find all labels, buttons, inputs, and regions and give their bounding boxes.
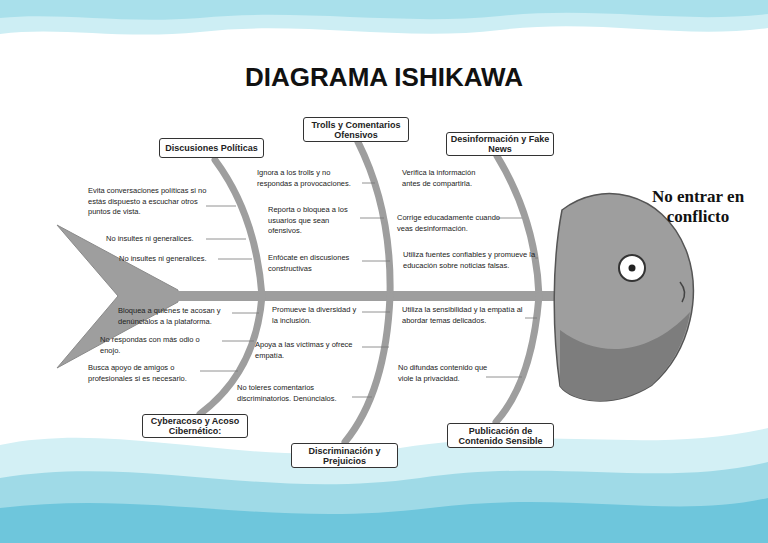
cause-text: No insultes ni generalices. xyxy=(106,234,216,245)
bone xyxy=(497,156,539,296)
leader-line xyxy=(362,261,390,262)
top-wave xyxy=(0,0,768,20)
cause-text: Utiliza fuentes confiables y promueve la… xyxy=(403,250,545,271)
fish-bones xyxy=(200,142,539,442)
leader-lines xyxy=(200,183,538,397)
cause-text: Evita conversaciones políticas si no est… xyxy=(88,186,212,218)
leader-line xyxy=(497,218,522,219)
leader-line xyxy=(362,183,375,184)
category-label: Desinformación y Fake News xyxy=(447,134,553,154)
fish-head: No entrar en conflicto xyxy=(552,183,766,411)
cause-text: Bloquea a quienes te acosan y denúncialo… xyxy=(118,306,234,327)
fish-head-shape xyxy=(552,183,766,411)
leader-line xyxy=(525,318,537,319)
leader-line xyxy=(206,206,236,207)
cause-text: Busca apoyo de amigos o profesionales si… xyxy=(88,363,202,384)
category-box: Discusiones Políticas xyxy=(159,138,264,158)
leader-line xyxy=(232,313,259,314)
leader-line xyxy=(200,371,238,372)
category-label: Discusiones Políticas xyxy=(163,143,260,153)
goal-text: No entrar en conflicto xyxy=(634,187,762,227)
leader-line xyxy=(362,312,390,313)
bone xyxy=(215,160,262,296)
bone xyxy=(345,296,390,442)
category-box: Publicación de Contenido Sensible xyxy=(447,423,554,448)
category-label: Trolls y Comentarios Ofensivos xyxy=(304,120,408,140)
leader-line xyxy=(362,347,389,348)
cause-text: Corrige educadamente cuando veas desinfo… xyxy=(397,213,501,234)
bottom-wave xyxy=(0,428,768,543)
cause-text: No toleres comentarios discriminatorios.… xyxy=(237,383,355,404)
cause-text: No insultes ni generalices. xyxy=(119,254,229,265)
leader-line xyxy=(486,377,522,378)
leader-line xyxy=(352,397,372,398)
fish-spine xyxy=(150,291,565,301)
category-box: Trolls y Comentarios Ofensivos xyxy=(303,117,409,142)
leader-line xyxy=(222,341,254,342)
cause-text: Ignora a los trolls y no respondas a pro… xyxy=(257,168,367,189)
cause-text: Utiliza la sensibilidad y la empatía al … xyxy=(402,305,534,326)
leader-line xyxy=(360,218,384,219)
cause-text: No difundas contenido que viole la priva… xyxy=(398,363,490,384)
leader-line xyxy=(535,258,538,259)
diagram-title: DIAGRAMA ISHIKAWA xyxy=(0,62,768,93)
bone xyxy=(358,142,390,296)
cause-text: Verifica la información antes de compart… xyxy=(402,168,484,189)
category-box: Desinformación y Fake News xyxy=(446,132,554,156)
cause-text: Promueve la diversidad y la inclusión. xyxy=(272,305,364,326)
cause-text: Reporta o bloquea a los usuarios que sea… xyxy=(268,205,360,237)
cause-text: Enfócate en discusiones constructivas xyxy=(268,253,364,274)
cause-text: Apoya a las víctimas y ofrece empatía. xyxy=(255,340,363,361)
category-label: Discriminación y Prejuicios xyxy=(292,446,397,466)
leader-line xyxy=(206,239,246,240)
head-shade xyxy=(560,312,690,401)
fish-pupil xyxy=(629,265,636,272)
fish-mouth xyxy=(680,282,685,302)
category-box: Discriminación y Prejuicios xyxy=(291,443,398,468)
category-label: Publicación de Contenido Sensible xyxy=(448,426,553,446)
fish-eye xyxy=(619,255,645,281)
bone xyxy=(496,296,539,422)
category-label: Cyberacoso y Acoso Cibernético: xyxy=(143,416,247,436)
bottom-wave xyxy=(0,498,768,543)
bottom-wave xyxy=(0,462,768,543)
top-wave xyxy=(0,0,768,35)
leader-line xyxy=(218,259,252,260)
category-box: Cyberacoso y Acoso Cibernético: xyxy=(142,414,248,438)
cause-text: No respondas con más odio o enojo. xyxy=(100,335,212,356)
